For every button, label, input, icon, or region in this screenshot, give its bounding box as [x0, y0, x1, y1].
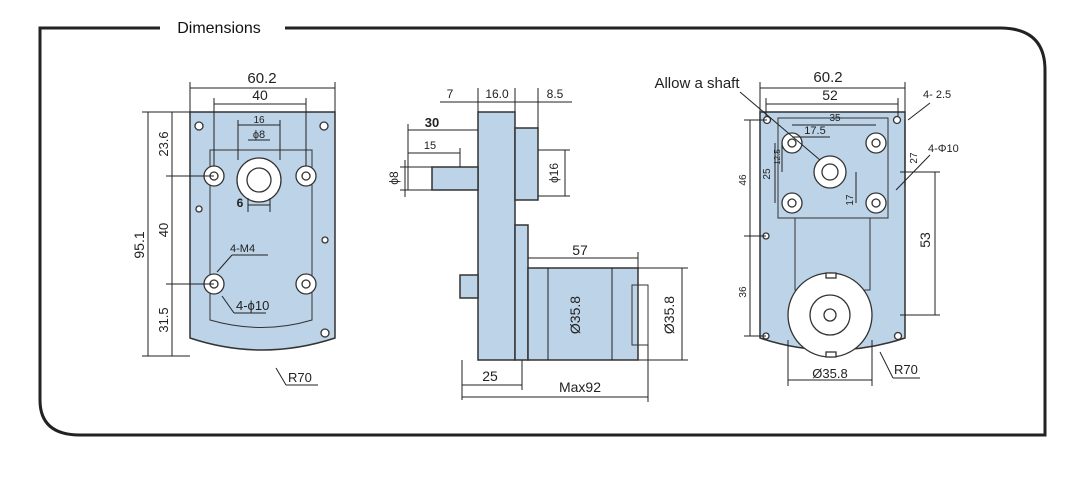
front-radius-label: R70 [288, 370, 312, 385]
front-width-holes: 40 [252, 87, 268, 103]
back-dim-36: 36 [738, 286, 749, 298]
side-motor-dia-inner: Ø35.8 [567, 296, 583, 334]
side-plate [477, 111, 516, 361]
side-view: 7 16.0 8.5 30 15 ϕ8 ϕ16 57 Ø35.8 Ø35.8 2… [387, 87, 688, 402]
front-height-total: 95.1 [131, 231, 147, 258]
side-boss [514, 127, 539, 201]
back-bolt-bl-inner [787, 198, 797, 208]
motor-center [823, 308, 837, 322]
back-corner-hole-label: 4- 2.5 [923, 89, 951, 101]
mount-hole-tr-inner [301, 171, 311, 181]
side-dim-7: 7 [447, 87, 454, 101]
front-shaft-spacing: 16 [253, 115, 265, 126]
side-motor-length: 57 [572, 242, 588, 258]
back-radius-label: R70 [894, 362, 918, 377]
side-max-len: Max92 [559, 379, 601, 395]
back-bolt-br-inner [871, 198, 881, 208]
side-mid [514, 224, 529, 361]
front-shaft-flat: 6 [237, 196, 244, 210]
back-small-offset: 12.5 [773, 149, 782, 165]
side-dim-15: 15 [424, 140, 436, 152]
side-base-len: 25 [482, 368, 498, 384]
shaft-circle [246, 167, 272, 193]
back-bolt-tr-inner [871, 138, 881, 148]
corner-hole [320, 328, 330, 338]
side-motor-dia-outer: Ø35.8 [661, 296, 677, 334]
back-dim-27: 27 [909, 152, 920, 164]
front-height-top: 23.6 [156, 131, 171, 156]
back-corner-hole [893, 331, 903, 341]
front-height-mid: 40 [156, 223, 171, 237]
corner-hole [321, 236, 329, 244]
side-dim-16: 16.0 [485, 87, 509, 101]
front-plate [189, 111, 336, 351]
front-width-overall: 60.2 [247, 70, 276, 87]
back-bolt-tl-inner [787, 138, 797, 148]
side-boss-dia: ϕ16 [547, 163, 561, 183]
back-width-holes: 52 [822, 87, 838, 103]
back-dim-53: 53 [917, 232, 933, 248]
side-dim-30: 30 [425, 115, 439, 130]
back-bolt-spacing: 35 [829, 113, 841, 124]
corner-hole [195, 205, 203, 213]
front-plate-inner [209, 149, 313, 328]
section-title: Dimensions [160, 17, 278, 41]
gearbox-outline [777, 117, 889, 219]
front-view: 60.2 40 16 ϕ8 6 23.6 40 31.5 95.1 4-M4 4… [131, 70, 336, 386]
corner-hole [319, 121, 329, 131]
back-corner-hole [892, 115, 902, 125]
frame-border [38, 26, 1047, 437]
side-shaft [431, 166, 479, 191]
back-view: Allow a shaft 60.2 52 4- 2.5 35 17.5 12.… [654, 69, 959, 386]
motor-tab-top [825, 272, 837, 279]
back-width-overall: 60.2 [813, 69, 842, 86]
motor-tab-bottom [825, 351, 837, 358]
corner-hole [194, 121, 204, 131]
back-shaft [821, 163, 839, 181]
side-base [459, 274, 479, 299]
front-shaft-dia: ϕ8 [253, 129, 265, 141]
front-height-bottom: 31.5 [156, 307, 171, 332]
motor-outline [794, 217, 871, 291]
back-dim-46: 46 [738, 174, 749, 186]
back-dim-17: 17 [845, 194, 856, 206]
back-hole-label: 4-Φ10 [928, 143, 959, 155]
back-motor-dia: Ø35.8 [812, 366, 847, 381]
mount-hole-br-inner [301, 279, 311, 289]
side-shaft-dia: ϕ8 [387, 171, 401, 185]
front-thread-label: 4-M4 [230, 243, 255, 255]
back-shaft-offset: 17.5 [804, 125, 825, 137]
side-dim-8-5: 8.5 [547, 87, 564, 101]
side-motor [527, 267, 639, 361]
front-hole-label: 4-ϕ10 [236, 298, 269, 313]
back-dim-25: 25 [762, 168, 773, 180]
back-allow-shaft: Allow a shaft [654, 75, 740, 92]
